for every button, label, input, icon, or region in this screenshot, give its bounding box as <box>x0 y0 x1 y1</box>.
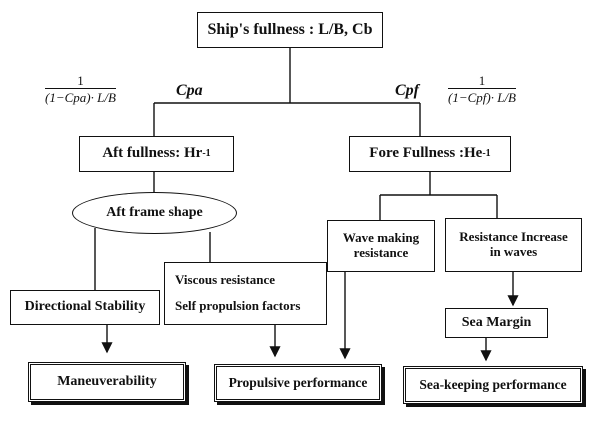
fore-fullness-sup: -1 <box>482 148 491 160</box>
aft-fullness-sup: -1 <box>202 148 211 160</box>
self-propulsion-text: Self propulsion factors <box>175 297 301 313</box>
cpf-label: Cpf <box>395 82 419 99</box>
aft-formula: 1 (1−Cpa)· L/B <box>45 74 116 106</box>
viscous-resistance-text: Viscous resistance <box>175 272 276 288</box>
ships-fullness-text: Ship's fullness : L/B, Cb <box>207 20 373 38</box>
fore-fullness-text: Fore Fullness :He <box>369 145 483 162</box>
ships-fullness-node: Ship's fullness : L/B, Cb <box>197 12 383 48</box>
aft-frame-shape-node: Aft frame shape <box>72 192 237 234</box>
aft-formula-numerator: 1 <box>77 73 84 88</box>
aft-fullness-text: Aft fullness: Hr <box>102 145 203 162</box>
fore-fullness-node: Fore Fullness :He-1 <box>349 136 511 172</box>
directional-stability-node: Directional Stability <box>10 290 160 325</box>
maneuverability-node: Maneuverability <box>28 362 186 402</box>
wave-making-line2: resistance <box>353 245 409 260</box>
fore-formula: 1 (1−Cpf)· L/B <box>448 74 516 106</box>
propulsive-performance-node: Propulsive performance <box>214 364 382 402</box>
aft-formula-denominator: (1−Cpa)· L/B <box>45 88 116 105</box>
resistance-increase-line1: Resistance Increase <box>459 229 568 245</box>
seakeeping-performance-node: Sea-keeping performance <box>403 366 583 404</box>
propulsive-performance-text: Propulsive performance <box>228 375 368 391</box>
fore-formula-denominator: (1−Cpf)· L/B <box>448 88 516 105</box>
resistance-increase-line2: in waves <box>489 244 538 259</box>
viscous-resistance-node: Viscous resistance Self propulsion facto… <box>164 262 327 325</box>
sea-margin-node: Sea Margin <box>445 308 548 338</box>
wave-making-line1: Wave making <box>342 230 420 246</box>
cpa-label: Cpa <box>176 82 203 99</box>
aft-frame-shape-text: Aft frame shape <box>106 205 203 220</box>
sea-margin-text: Sea Margin <box>461 314 532 330</box>
aft-fullness-node: Aft fullness: Hr-1 <box>79 136 234 172</box>
directional-stability-text: Directional Stability <box>24 299 146 315</box>
resistance-increase-node: Resistance Increase in waves <box>445 218 582 272</box>
maneuverability-text: Maneuverability <box>57 373 157 389</box>
fore-formula-numerator: 1 <box>478 73 486 88</box>
seakeeping-performance-text: Sea-keeping performance <box>419 377 567 393</box>
wave-making-node: Wave making resistance <box>327 220 435 272</box>
